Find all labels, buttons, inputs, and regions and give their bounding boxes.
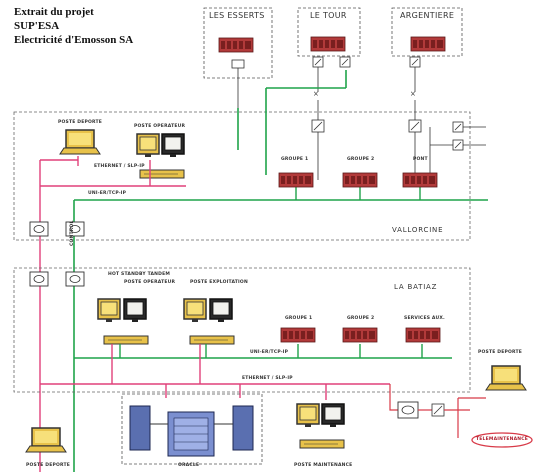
label-poste-deporte-bottom: POSTE DEPORTE — [26, 463, 71, 468]
cpu-operateur-vallorcine — [139, 169, 185, 179]
label-zone-labatiaz: LA BATIAZ — [394, 283, 438, 291]
plc-groupe1-vallorcine — [278, 172, 314, 188]
label-uni-batiaz: UNI-ER/TCP-IP — [250, 350, 289, 355]
label-groupe1-batiaz: GROUPE 1 — [285, 316, 313, 321]
plc-argentiere — [410, 36, 446, 52]
label-control-link: CONTROL — [70, 220, 75, 246]
link-box-2 — [65, 221, 85, 237]
label-groupe2-vallorcine: GROUPE 2 — [347, 157, 375, 162]
plc-pont — [402, 172, 438, 188]
plc-groupe1-batiaz — [280, 327, 316, 343]
server-1 — [129, 405, 151, 451]
monitor-operateur-2 — [161, 133, 185, 158]
label-poste-deporte-vallorcine: POSTE DEPORTE — [58, 120, 103, 125]
link-box-1 — [29, 221, 49, 237]
site-box-argentiere — [391, 7, 463, 57]
header-line-1: Extrait du projet — [14, 6, 94, 18]
plc-groupe2-vallorcine — [342, 172, 378, 188]
laptop-poste-deporte-vallorcine — [59, 129, 101, 155]
monitor-batiaz-exploit-1 — [183, 298, 207, 323]
label-le-tour: LE TOUR — [310, 11, 347, 20]
site-box-tour — [297, 7, 361, 57]
label-pont: PONT — [413, 157, 428, 162]
label-poste-deporte-right: POSTE DEPORTE — [478, 350, 523, 355]
laptop-poste-deporte-right — [485, 365, 527, 391]
label-poste-exploitation: POSTE EXPLOITATION — [190, 280, 248, 285]
monitor-batiaz-exploit-2 — [209, 298, 233, 323]
label-poste-operateur-batiaz: POSTE OPERATEUR — [124, 280, 176, 285]
zone-vallorcine — [13, 111, 471, 241]
monitor-batiaz-operateur-1 — [97, 298, 121, 323]
label-uni-vallorcine: UNI-ER/TCP-IP — [88, 191, 127, 196]
label-oracle: ORACLE — [178, 463, 200, 468]
label-poste-operateur-vallorcine: POSTE OPERATEUR — [134, 124, 186, 129]
plc-groupe2-batiaz — [342, 327, 378, 343]
monitor-operateur-1 — [136, 133, 160, 158]
server-2 — [232, 405, 254, 451]
telemaintenance-ellipse — [471, 432, 533, 448]
modem-box — [397, 401, 419, 419]
laptop-poste-deporte-bottom — [25, 427, 67, 453]
link-box-3 — [29, 271, 49, 287]
oracle-box — [121, 393, 263, 465]
monitor-maintenance-2 — [321, 403, 345, 428]
cpu-maintenance — [299, 439, 345, 449]
cpu-batiaz-operateur — [103, 335, 149, 345]
monitor-batiaz-operateur-2 — [123, 298, 147, 323]
svg-text:×: × — [410, 90, 416, 98]
monitor-maintenance-1 — [296, 403, 320, 428]
header-line-2: SUP'ESA — [14, 20, 60, 32]
label-zone-vallorcine: VALLORCINE — [392, 226, 444, 234]
label-ethernet-batiaz: ETHERNET / SLP-IP — [242, 376, 293, 381]
header-line-3: Electricité d'Emosson SA — [14, 34, 134, 46]
label-hot-standby: HOT STANDBY TANDEM — [108, 272, 171, 277]
svg-text:×: × — [313, 90, 319, 98]
plc-tour — [310, 36, 346, 52]
converter-esserts — [231, 59, 245, 69]
plc-services — [405, 327, 441, 343]
label-groupe1-vallorcine: GROUPE 1 — [281, 157, 309, 162]
plc-esserts — [218, 37, 254, 53]
link-box-4 — [65, 271, 85, 287]
label-ethernet-vallorcine: ETHERNET / SLP-IP — [94, 164, 145, 169]
label-argentiere: ARGENTIERE — [400, 11, 455, 20]
label-telemaintenance: TELEMAINTENANCE — [476, 437, 529, 442]
label-poste-maintenance: POSTE MAINTENANCE — [294, 463, 353, 468]
cpu-batiaz-exploit — [189, 335, 235, 345]
label-services-aux: SERVICES AUX. — [404, 316, 445, 321]
label-groupe2-batiaz: GROUPE 2 — [347, 316, 375, 321]
zone-labatiaz — [13, 267, 471, 393]
label-les-esserts: LES ESSERTS — [209, 11, 265, 20]
